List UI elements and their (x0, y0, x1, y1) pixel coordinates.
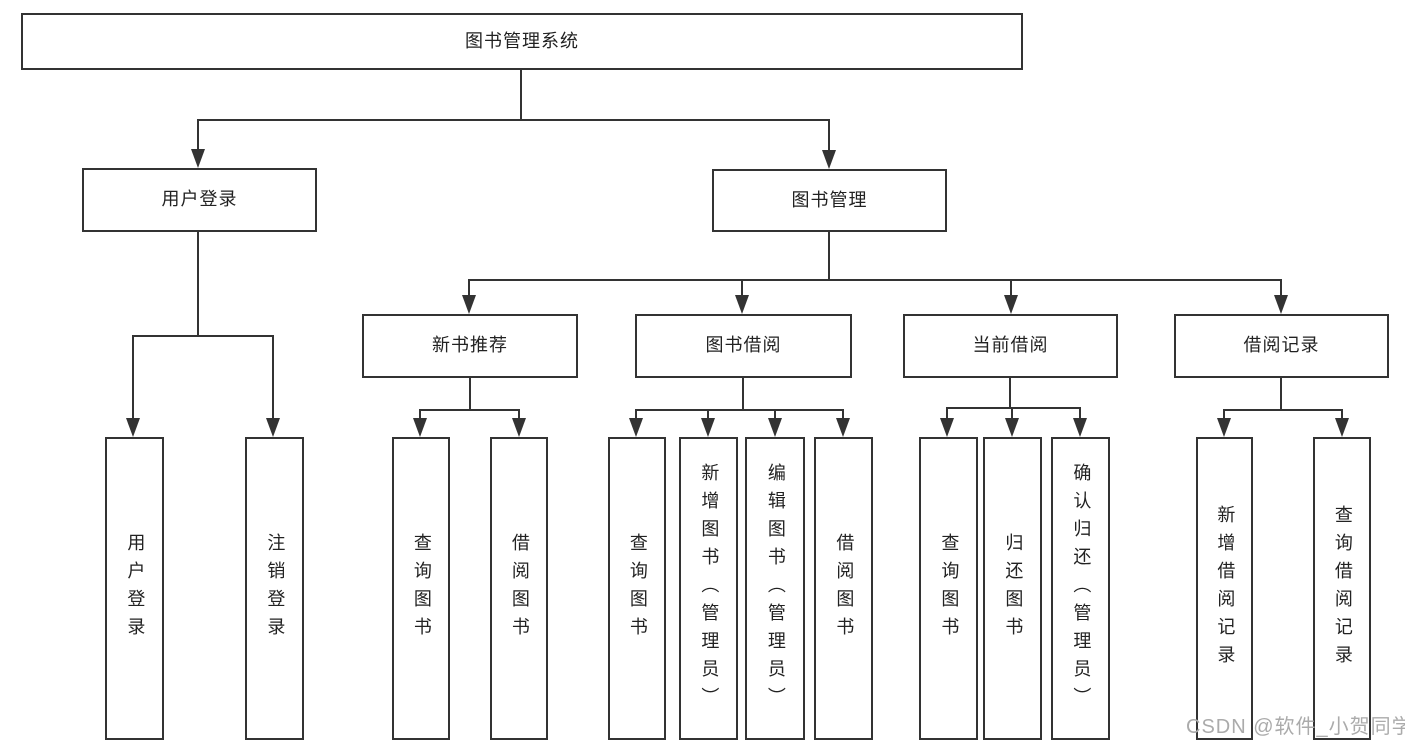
arrow-down-icon (191, 149, 205, 168)
query-books-borrowing-node: 查询图书 (608, 437, 666, 740)
arrow-down-icon (1217, 418, 1231, 437)
connector-vline (1009, 378, 1011, 409)
library-management-system-node: 图书管理系统 (21, 13, 1023, 70)
arrow-down-icon (1274, 295, 1288, 314)
confirm-return-admin-label: 确认归还（管理员） (1071, 462, 1092, 715)
query-books-recommend-label: 查询图书 (411, 532, 432, 645)
arrow-down-icon (1005, 418, 1019, 437)
connector-hline (132, 335, 274, 337)
add-books-admin-node: 新增图书（管理员） (679, 437, 738, 740)
borrow-books-recommend-label: 借阅图书 (509, 532, 530, 645)
query-books-recommend-node: 查询图书 (392, 437, 450, 740)
user-login-action-label: 用户登录 (125, 532, 146, 645)
logout-action-node: 注销登录 (245, 437, 304, 740)
arrow-down-icon (629, 418, 643, 437)
arrow-down-icon (462, 295, 476, 314)
connector-vline (272, 336, 274, 427)
connector-vline (828, 120, 830, 159)
connector-vline (197, 120, 199, 158)
add-borrowing-record-node: 新增借阅记录 (1196, 437, 1253, 740)
borrow-books-borrowing-label: 借阅图书 (834, 532, 855, 645)
add-borrowing-record-label: 新增借阅记录 (1215, 504, 1236, 673)
connector-vline (946, 408, 948, 427)
new-book-recommendation-label: 新书推荐 (432, 335, 508, 356)
book-borrowing-node: 图书借阅 (635, 314, 852, 378)
connector-vline (468, 280, 470, 304)
add-books-admin-label: 新增图书（管理员） (699, 462, 720, 715)
connector-hline (635, 409, 844, 411)
connector-vline (1280, 280, 1282, 304)
connector-hline (946, 407, 1081, 409)
arrow-down-icon (735, 295, 749, 314)
edit-books-admin-label: 编辑图书（管理员） (765, 462, 786, 715)
connector-hline (468, 279, 1282, 281)
csdn-watermark: CSDN @软件_小贺同学 (1186, 716, 1405, 738)
new-book-recommendation-node: 新书推荐 (362, 314, 578, 378)
connector-vline (197, 232, 199, 337)
connector-vline (741, 280, 743, 304)
arrow-down-icon (413, 418, 427, 437)
arrow-down-icon (836, 418, 850, 437)
borrowing-records-node: 借阅记录 (1174, 314, 1389, 378)
connector-vline (828, 232, 830, 281)
connector-vline (469, 378, 471, 411)
confirm-return-admin-node: 确认归还（管理员） (1051, 437, 1110, 740)
logout-action-label: 注销登录 (265, 532, 286, 645)
user-login-label: 用户登录 (161, 189, 238, 210)
borrowing-records-label: 借阅记录 (1243, 335, 1320, 356)
arrow-down-icon (701, 418, 715, 437)
book-management-label: 图书管理 (791, 189, 868, 210)
query-borrowing-record-label: 查询借阅记录 (1332, 504, 1353, 673)
connector-vline (742, 378, 744, 411)
return-books-node: 归还图书 (983, 437, 1042, 740)
return-books-label: 归还图书 (1003, 532, 1024, 645)
arrow-down-icon (1335, 418, 1349, 437)
connector-vline (132, 336, 134, 427)
book-borrowing-label: 图书借阅 (705, 335, 782, 356)
query-books-current-node: 查询图书 (919, 437, 978, 740)
arrow-down-icon (266, 418, 280, 437)
arrow-down-icon (940, 418, 954, 437)
query-books-borrowing-label: 查询图书 (627, 532, 648, 645)
arrow-down-icon (512, 418, 526, 437)
current-borrowing-label: 当前借阅 (972, 335, 1049, 356)
current-borrowing-node: 当前借阅 (903, 314, 1118, 378)
borrow-books-borrowing-node: 借阅图书 (814, 437, 873, 740)
connector-hline (197, 119, 830, 121)
user-login-node: 用户登录 (82, 168, 317, 232)
arrow-down-icon (768, 418, 782, 437)
connector-vline (1079, 408, 1081, 427)
connector-vline (1010, 280, 1012, 304)
book-management-node: 图书管理 (712, 169, 947, 232)
connector-vline (520, 70, 522, 121)
arrow-down-icon (822, 150, 836, 169)
connector-vline (1011, 408, 1013, 427)
connector-hline (1223, 409, 1343, 411)
query-books-current-label: 查询图书 (939, 532, 960, 645)
query-borrowing-record-node: 查询借阅记录 (1313, 437, 1371, 740)
arrow-down-icon (1004, 295, 1018, 314)
user-login-action-node: 用户登录 (105, 437, 164, 740)
library-management-system-label: 图书管理系统 (465, 30, 579, 51)
edit-books-admin-node: 编辑图书（管理员） (745, 437, 805, 740)
borrow-books-recommend-node: 借阅图书 (490, 437, 548, 740)
arrow-down-icon (126, 418, 140, 437)
connector-vline (1280, 378, 1282, 411)
arrow-down-icon (1073, 418, 1087, 437)
